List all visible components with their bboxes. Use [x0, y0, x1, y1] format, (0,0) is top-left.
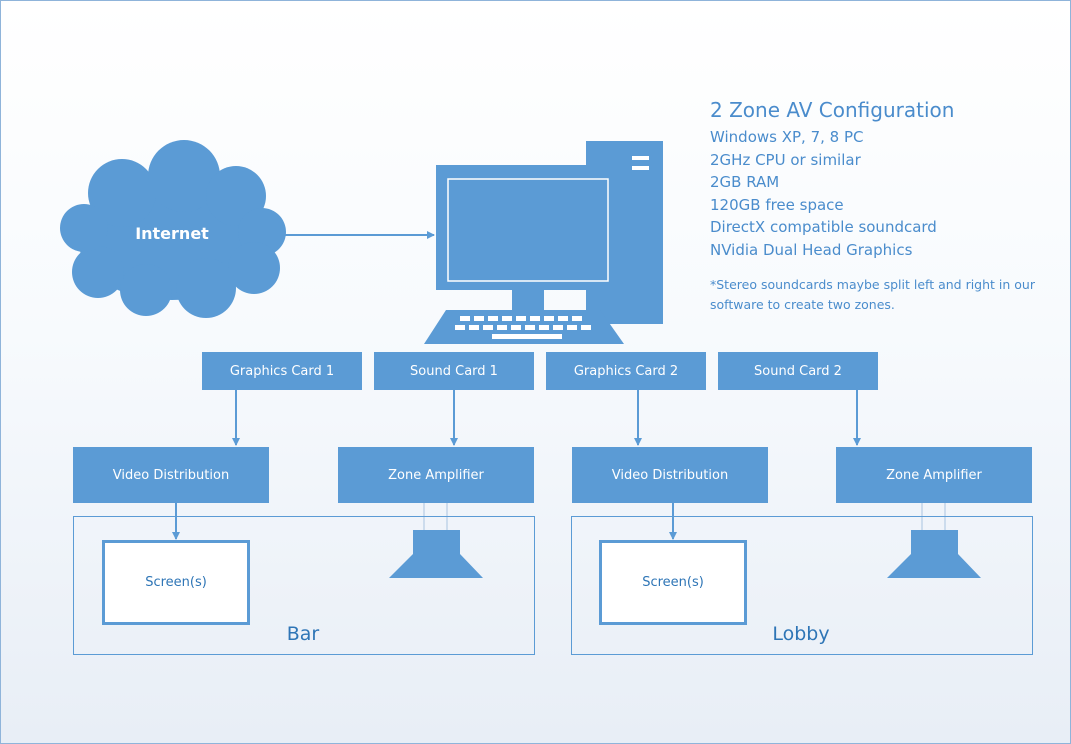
sound-card-2-box: Sound Card 2 — [718, 352, 878, 390]
zone-amplifier-2-box: Zone Amplifier — [836, 447, 1032, 503]
spec-line: Windows XP, 7, 8 PC — [710, 128, 864, 146]
zone-label-lobby: Lobby — [772, 623, 830, 645]
spec-line: DirectX compatible soundcard — [710, 218, 937, 236]
sound-card-1-box: Sound Card 1 — [374, 352, 534, 390]
zone-label-bar: Bar — [286, 623, 320, 645]
speaker-icon — [389, 530, 483, 578]
spec-line: NVidia Dual Head Graphics — [710, 240, 913, 259]
screen-bar: Screen(s) — [102, 540, 250, 625]
graphics-card-1-box: Graphics Card 1 — [202, 352, 362, 390]
zone-amplifier-1-box: Zone Amplifier — [338, 447, 534, 503]
zone-lobby — [571, 516, 1033, 655]
spec-line: 120GB free space — [710, 195, 844, 214]
spec-panel: 2 Zone AV Configuration Windows XP, 7, 8… — [710, 98, 1060, 314]
cloud-icon — [60, 140, 286, 318]
desktop-computer-icon — [424, 141, 663, 344]
screen-lobby: Screen(s) — [599, 540, 747, 625]
spec-title: 2 Zone AV Configuration — [710, 98, 955, 122]
video-distribution-1-box: Video Distribution — [73, 447, 269, 503]
spec-note: *Stereo soundcards maybe split left and … — [710, 277, 1035, 312]
spec-line: 2GB RAM — [710, 173, 780, 191]
zone-bar — [73, 516, 535, 655]
spec-line: 2GHz CPU or similar — [710, 150, 861, 169]
internet-label: Internet — [135, 224, 209, 243]
graphics-card-2-box: Graphics Card 2 — [546, 352, 706, 390]
speaker-icon — [887, 530, 981, 578]
video-distribution-2-box: Video Distribution — [572, 447, 768, 503]
